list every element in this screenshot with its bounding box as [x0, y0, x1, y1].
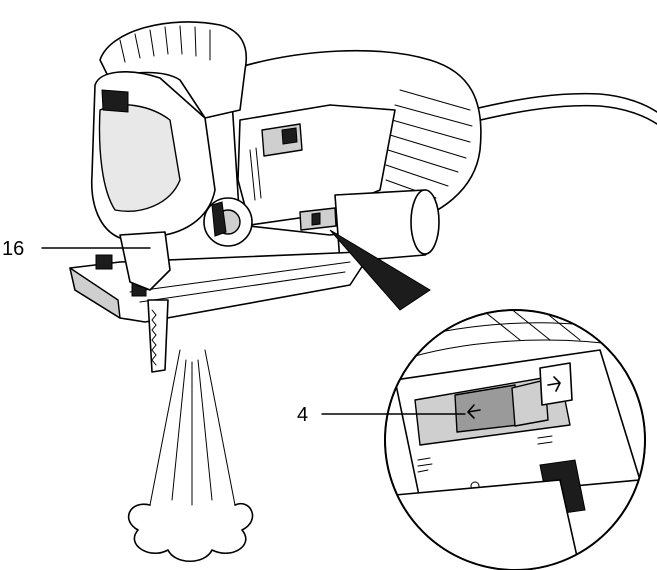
dust-extraction-airflow — [127, 349, 254, 563]
jigsaw-tool-illustration — [69, 21, 482, 373]
callout-number-4: 4 — [297, 404, 308, 426]
switch-magnifier-inset — [329, 229, 646, 570]
callout-4: 4 — [297, 404, 466, 426]
callout-number-16: 16 — [2, 238, 24, 260]
callout-16: 16 — [2, 238, 151, 260]
